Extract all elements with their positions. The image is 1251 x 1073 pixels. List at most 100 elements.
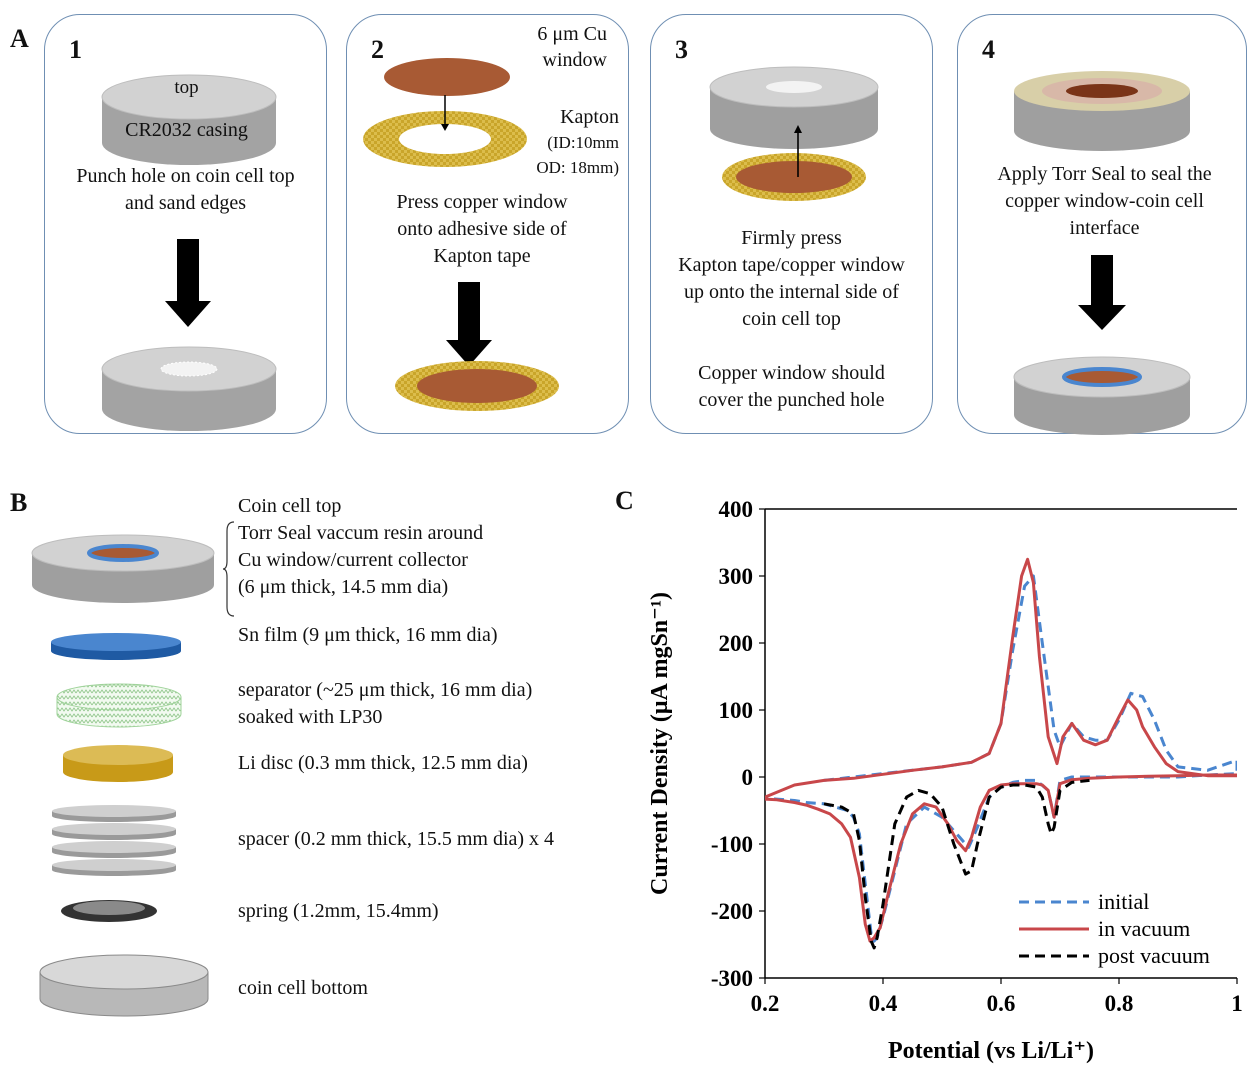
legend-label: in vacuum — [1098, 916, 1190, 941]
step-3-text-line: up onto the internal side of — [684, 281, 899, 303]
kapton-label-line: OD: 18mm) — [536, 158, 619, 177]
kapton-label-line: Kapton — [560, 106, 619, 128]
step-4-text-line: copper window-coin cell — [1005, 190, 1204, 212]
legend-label: post vacuum — [1098, 943, 1210, 968]
y-tick-label: 0 — [742, 765, 754, 790]
cu-label-line: 6 μm Cu — [537, 23, 607, 45]
step-1-text-line: Punch hole on coin cell top — [76, 165, 295, 187]
legend-label: initial — [1098, 889, 1149, 914]
spacer-label: spacer (0.2 mm thick, 15.5 mm dia) x 4 — [238, 826, 554, 853]
coin-cell-stack-illustration — [31, 534, 215, 1017]
sn-film-label: Sn film (9 μm thick, 16 mm dia) — [238, 622, 498, 649]
step-2-text-line: Kapton tape — [433, 245, 531, 267]
step-2-text: Press copper window onto adhesive side o… — [347, 189, 617, 270]
step-1-illustration — [101, 74, 277, 431]
coin-cell-top-label: Coin cell top Torr Seal vaccum resin aro… — [238, 493, 483, 601]
spacers — [52, 805, 176, 876]
brace-icon — [222, 521, 235, 617]
down-arrow-icon — [1091, 255, 1113, 307]
cu-window-disc — [384, 58, 510, 96]
step-1-text: Punch hole on coin cell top and sand edg… — [45, 163, 326, 217]
x-tick-label: 0.6 — [987, 991, 1016, 1016]
step-4-illustration — [1013, 71, 1191, 435]
series-line-2 — [765, 557, 1237, 943]
x-axis-label: Potential (vs Li/Li⁺) — [888, 1038, 1094, 1064]
y-tick-label: -200 — [711, 899, 753, 924]
y-tick-label: 400 — [719, 497, 754, 522]
step-3-text: Firmly press Kapton tape/copper window u… — [651, 225, 932, 414]
y-tick-label: -300 — [711, 966, 753, 991]
coin-cell-bottom-label: coin cell bottom — [238, 975, 368, 1002]
cu-window-assembled — [417, 369, 537, 403]
step-4-card: 4 Apply Torr Seal to seal the copper win… — [957, 14, 1247, 435]
step-3-card: 3 Firmly press Kapton tape/copper window… — [650, 14, 933, 434]
kapton-label-line: (ID:10mm — [547, 133, 619, 152]
step-3-text-line: cover the punched hole — [698, 389, 885, 411]
cu-window — [87, 544, 159, 562]
stack-label-line: spring (1.2mm, 15.4mm) — [238, 900, 439, 922]
stack-label-line: Coin cell top — [238, 495, 342, 517]
stack-label-line: soaked with LP30 — [238, 706, 383, 728]
x-tick-label: 1 — [1231, 991, 1243, 1016]
x-tick-label: 0.4 — [869, 991, 898, 1016]
panel-b-letter: B — [10, 488, 28, 517]
step-4-text-line: Apply Torr Seal to seal the — [997, 163, 1212, 185]
cu-window-label: 6 μm Cu window — [497, 21, 607, 73]
separator-label: separator (~25 μm thick, 16 mm dia) soak… — [238, 677, 532, 731]
down-arrow-head-icon — [165, 301, 211, 327]
series-line-3 — [823, 778, 1090, 950]
stack-label-line: coin cell bottom — [238, 977, 368, 999]
y-tick-label: 200 — [719, 631, 754, 656]
stack-label-line: Sn film (9 μm thick, 16 mm dia) — [238, 624, 498, 646]
x-tick-label: 0.8 — [1105, 991, 1134, 1016]
spring-inner — [73, 901, 145, 915]
step-3-number: 3 — [675, 35, 688, 64]
punched-hole — [766, 81, 822, 93]
casing-top-label: top — [174, 77, 199, 98]
stack-label-line: Torr Seal vaccum resin around — [238, 522, 484, 544]
stack-label-line: separator (~25 μm thick, 16 mm dia) — [238, 679, 533, 701]
down-arrow-icon — [458, 282, 480, 342]
li-disc-label: Li disc (0.3 mm thick, 12.5 mm dia) — [238, 750, 528, 777]
x-tick-label: 0.2 — [751, 991, 780, 1016]
step-1-text-line: and sand edges — [124, 192, 247, 214]
stack-label-line: (6 μm thick, 14.5 mm dia) — [238, 576, 449, 598]
step-2-illustration — [363, 58, 559, 411]
li-disc-top — [63, 745, 173, 765]
step-3-text-line: Kapton tape/copper window — [678, 254, 905, 276]
step-3-text-line: coin cell top — [742, 308, 841, 330]
step-3-text-line: Firmly press — [741, 227, 842, 249]
cu-label-line: window — [542, 49, 607, 71]
step-4-number: 4 — [982, 35, 995, 64]
series-line-1 — [765, 574, 1237, 943]
step-4-text-line: interface — [1069, 217, 1140, 239]
stack-label-line: Li disc (0.3 mm thick, 12.5 mm dia) — [238, 752, 528, 774]
separator-top — [56, 683, 182, 711]
y-tick-label: -100 — [711, 832, 753, 857]
y-tick-label: 300 — [719, 564, 754, 589]
stack-label-line: spacer (0.2 mm thick, 15.5 mm dia) x 4 — [238, 828, 555, 850]
stack-label-line: Cu window/current collector — [238, 549, 468, 571]
step-2-text-line: onto adhesive side of — [397, 218, 567, 240]
sealed-cu-window — [1062, 367, 1142, 387]
panel-c-letter: C — [615, 486, 634, 515]
step-2-card: 2 6 μm Cu window Kapton (ID:10mm OD: 18m… — [346, 14, 629, 434]
coin-cell-bottom-top — [39, 954, 209, 990]
panel-a-letter: A — [10, 24, 29, 53]
casing-top-face — [101, 74, 277, 120]
step-1-number: 1 — [69, 35, 82, 64]
step-2-text-line: Press copper window — [396, 191, 568, 213]
y-axis-label: Current Density (μA mgSn⁻¹) — [647, 592, 673, 895]
casing-label: CR2032 casing — [125, 119, 248, 141]
down-arrow-icon — [177, 239, 199, 303]
step-1-card: 1 top CR2032 casing Punch hole on coin c… — [44, 14, 327, 434]
step-3-illustration — [709, 66, 879, 201]
cu-window-center — [1066, 84, 1138, 98]
step-3-text-line: Copper window should — [698, 362, 885, 384]
cu-window-disc — [736, 161, 852, 193]
kapton-ring-hole — [399, 124, 491, 154]
step-2-number: 2 — [371, 35, 384, 64]
kapton-label: Kapton (ID:10mm OD: 18mm) — [515, 105, 619, 180]
sn-film-top — [51, 633, 181, 651]
